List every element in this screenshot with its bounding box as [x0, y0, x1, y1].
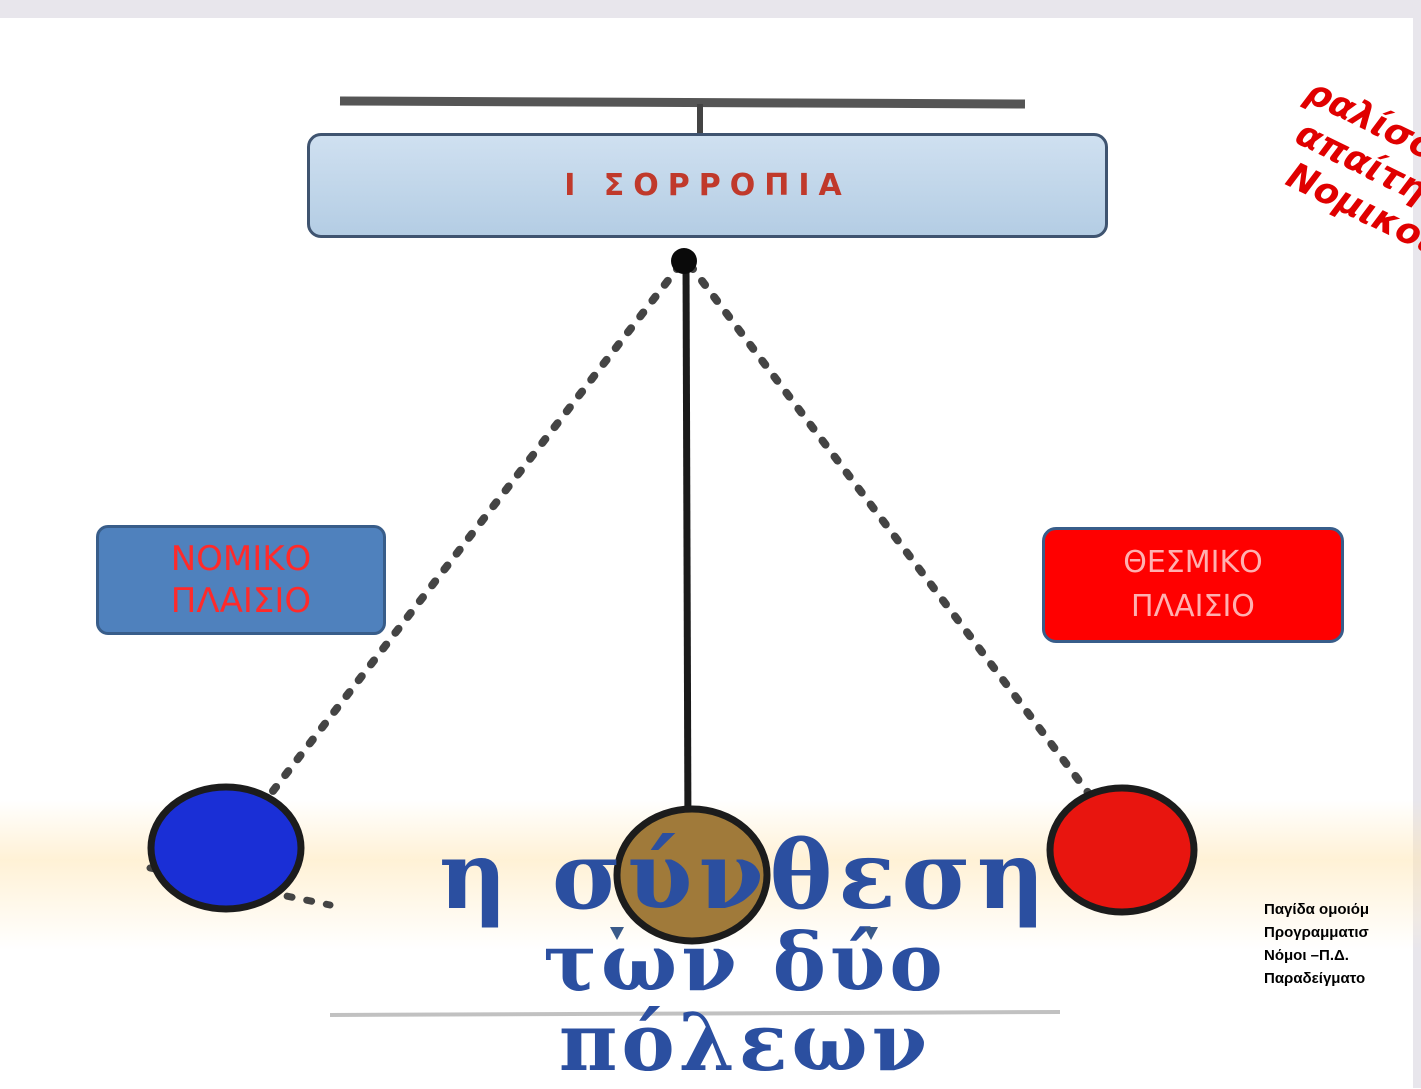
synthesis-line1: η σύνθεση [438, 821, 1052, 931]
triangle-marker-left [610, 927, 624, 940]
side-note-3: Νόμοι –Π.Δ. [1264, 947, 1349, 964]
legal-framework-box: ΝΟΜΙΚΟ ΠΛΑΙΣΙΟ [96, 525, 386, 635]
pivot-dot [671, 248, 697, 274]
legal-framework-line2: ΠΛΑΙΣΙΟ [170, 581, 312, 621]
side-note-4: Παραδείγματο [1264, 970, 1366, 987]
side-note-1: Παγίδα ομοιόμ [1264, 901, 1370, 918]
side-notes: Παγίδα ομοιόμ Προγραμματισ Νόμοι –Π.Δ. Π… [1264, 898, 1414, 990]
institutional-framework-box: ΘΕΣΜΙΚΟ ΠΛΑΙΣΙΟ [1042, 527, 1344, 643]
synthesis-text: η σύνθεση των δύο πόλεων [350, 821, 1140, 1089]
left-dotted-string [231, 261, 684, 844]
center-rod [682, 261, 692, 841]
ground-shadow [329, 1010, 1061, 1017]
right-ball [1046, 784, 1198, 916]
top-frame-bar [0, 0, 1421, 18]
left-ball [147, 783, 305, 913]
right-dotted-string [686, 261, 1124, 839]
triangle-marker-right [864, 927, 878, 940]
scale-top-bar [339, 96, 1026, 109]
synthesis-line2: των δύο πόλεων [543, 915, 947, 1089]
institutional-framework-line2: ΠΛΑΙΣΙΟ [1131, 589, 1255, 624]
institutional-framework-line1: ΘΕΣΜΙΚΟ [1123, 545, 1263, 580]
balance-title-box: Ι ΣΟΡΡΟΠΙΑ [307, 133, 1108, 238]
legal-framework-line1: ΝΟΜΙΚΟ [170, 539, 312, 579]
balance-title: Ι ΣΟΡΡΟΠΙΑ [564, 168, 851, 203]
right-frame-bar [1413, 18, 1421, 1088]
side-note-2: Προγραμματισ [1264, 924, 1369, 941]
middle-ball [613, 805, 771, 945]
